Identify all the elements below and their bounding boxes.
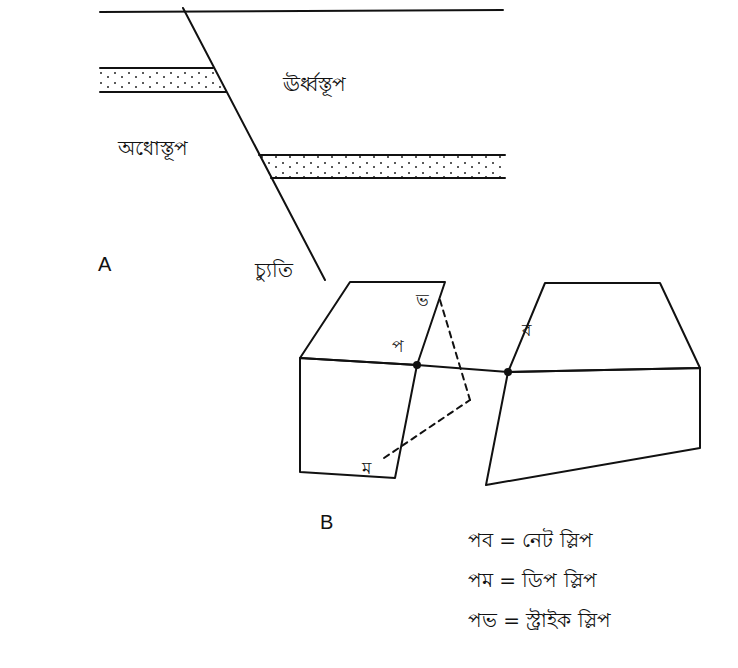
point-label: ভ: [416, 290, 429, 310]
point-label: প: [392, 336, 404, 356]
point-label: ব: [522, 320, 531, 340]
point-label: ম: [362, 458, 371, 478]
figure-letter: B: [320, 510, 333, 534]
slip-definition: পভ = স্ট্রাইক স্লিপ: [468, 608, 611, 632]
slip-definition: পব = নেট স্লিপ: [468, 528, 593, 552]
fault-label: চ্যুতি: [255, 258, 293, 282]
block-label: অধোস্তূপ: [118, 136, 188, 160]
figure-letter: A: [98, 252, 111, 276]
slip-definition: পম = ডিপ স্লিপ: [468, 568, 597, 592]
block-label: ঊর্ধ্বস্তূপ: [283, 72, 346, 96]
